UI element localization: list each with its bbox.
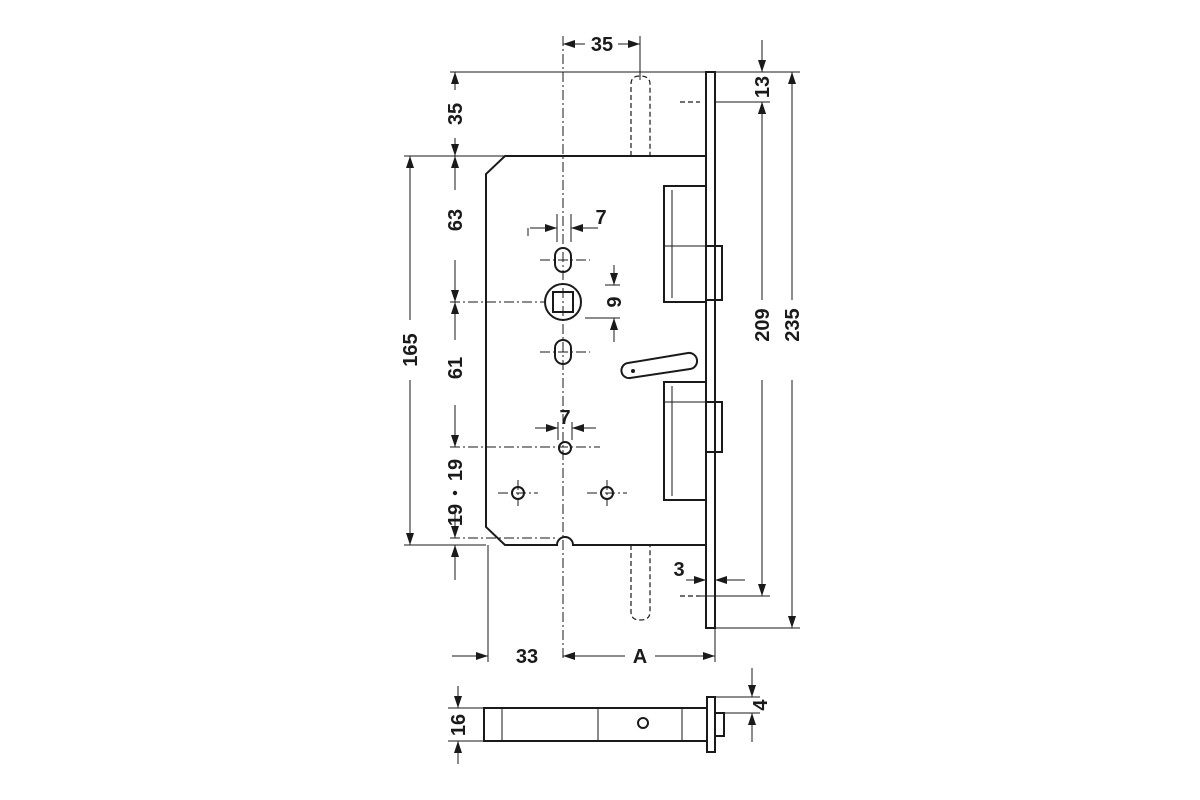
lower-bolt-housing (663, 381, 723, 501)
front-view: 35 13 35 63 7 9 61 165 7 19 19 209 235 3… (400, 34, 804, 668)
dim-label-16: 16 (448, 714, 470, 736)
dim-label-19-lower: 19 (445, 504, 467, 526)
side-faceplate (706, 696, 716, 753)
dim-label-35-left: 35 (445, 103, 467, 125)
dim-label-235: 235 (782, 308, 804, 341)
lever-slot (620, 351, 699, 380)
dim-label-33: 33 (516, 646, 538, 668)
dim-label-7-upper: 7 (595, 207, 606, 229)
dim-label-35-top: 35 (591, 34, 613, 56)
centre-lines (450, 36, 627, 660)
upper-latch-housing (663, 185, 723, 303)
dim-label-9: 9 (604, 296, 626, 307)
dim-label-3: 3 (673, 559, 684, 581)
dim-label-A: A (633, 646, 647, 668)
extension-lines (404, 36, 800, 662)
dim-label-19-upper: 19 (445, 459, 467, 481)
dim-label-4: 4 (750, 699, 772, 711)
hidden-rod-top (630, 75, 651, 156)
dim-label-13: 13 (752, 76, 774, 98)
dim-label-7-lower: 7 (559, 407, 570, 429)
side-case (483, 707, 708, 742)
lock-case-outline (485, 155, 707, 546)
side-view: 16 4 (448, 668, 772, 764)
side-hole (637, 717, 649, 729)
cylinder-hole (558, 441, 572, 455)
faceplate (705, 71, 716, 629)
dim-label-209: 209 (752, 308, 774, 341)
dim-label-165: 165 (400, 333, 422, 366)
side-latch (714, 712, 725, 737)
hidden-rod-bottom (630, 545, 651, 621)
dim-label-61: 61 (445, 357, 467, 379)
dim-label-63: 63 (445, 209, 467, 231)
dimension-arrows (406, 40, 796, 660)
